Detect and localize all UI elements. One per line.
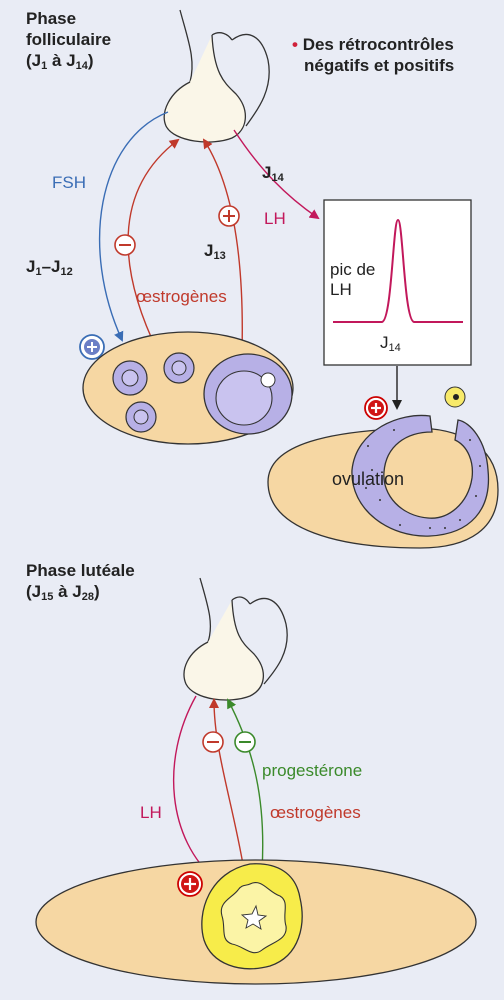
j13-label: J13 xyxy=(204,241,226,262)
oestrogen-negative-arrow xyxy=(127,138,180,353)
minus-circle-oestrogen-luteal xyxy=(202,731,224,753)
phase-folliculaire-title: Phase folliculaire (J1 à J14) xyxy=(26,9,112,72)
ovulation-label: ovulation xyxy=(332,469,405,489)
lh-peak-box xyxy=(323,199,472,366)
box-j14-label: J14 xyxy=(380,333,401,354)
plus-circle-luteal xyxy=(177,871,203,897)
small-follicle xyxy=(163,352,195,384)
plus-circle-oestrogen xyxy=(218,205,240,227)
oestrogen-arrow-luteal xyxy=(209,698,245,871)
plus-circle-ovulation xyxy=(364,396,388,420)
lh-arrow-luteal xyxy=(172,695,218,882)
lh-label-top: LH xyxy=(264,209,286,228)
dominant-follicle xyxy=(203,353,293,435)
ovary-ovulation xyxy=(267,414,499,549)
lh-arrow xyxy=(233,129,320,220)
oestrogenes-label-top: œstrogènes xyxy=(136,287,227,306)
plus-circle-fsh xyxy=(79,334,105,360)
minus-circle-progesterone xyxy=(234,731,256,753)
progesterone-label: progestérone xyxy=(262,761,363,780)
fsh-label: FSH xyxy=(52,173,86,192)
progesterone-arrow-luteal xyxy=(227,698,264,871)
fsh-arrow xyxy=(98,111,169,342)
ovary-luteal xyxy=(35,859,477,985)
j14-label: J14 xyxy=(262,163,284,184)
ovary-follicular xyxy=(82,331,294,445)
corps-jaune xyxy=(201,863,303,970)
oocyte xyxy=(444,386,466,408)
lh-peak-curve xyxy=(333,218,463,323)
retrocontroles-heading: • Des rétrocontrôles négatifs et positif… xyxy=(292,35,455,75)
small-follicle xyxy=(125,401,157,433)
hypothalamus-top xyxy=(163,9,270,143)
j1-j12-label: J1–J12 xyxy=(26,257,73,278)
oestrogen-positive-arrow xyxy=(202,138,243,353)
ruptured-follicle xyxy=(351,414,490,537)
pic-de-lh-label: pic de LH xyxy=(330,260,376,299)
oestrogenes-label-bottom: œstrogènes xyxy=(270,803,361,822)
hypothalamus-bottom xyxy=(183,577,288,701)
phase-luteale-title: Phase lutéale (J15 à J28) xyxy=(26,561,135,603)
small-follicle xyxy=(112,360,148,396)
lh-label-bottom: LH xyxy=(140,803,162,822)
minus-circle-oestrogen xyxy=(114,234,136,256)
